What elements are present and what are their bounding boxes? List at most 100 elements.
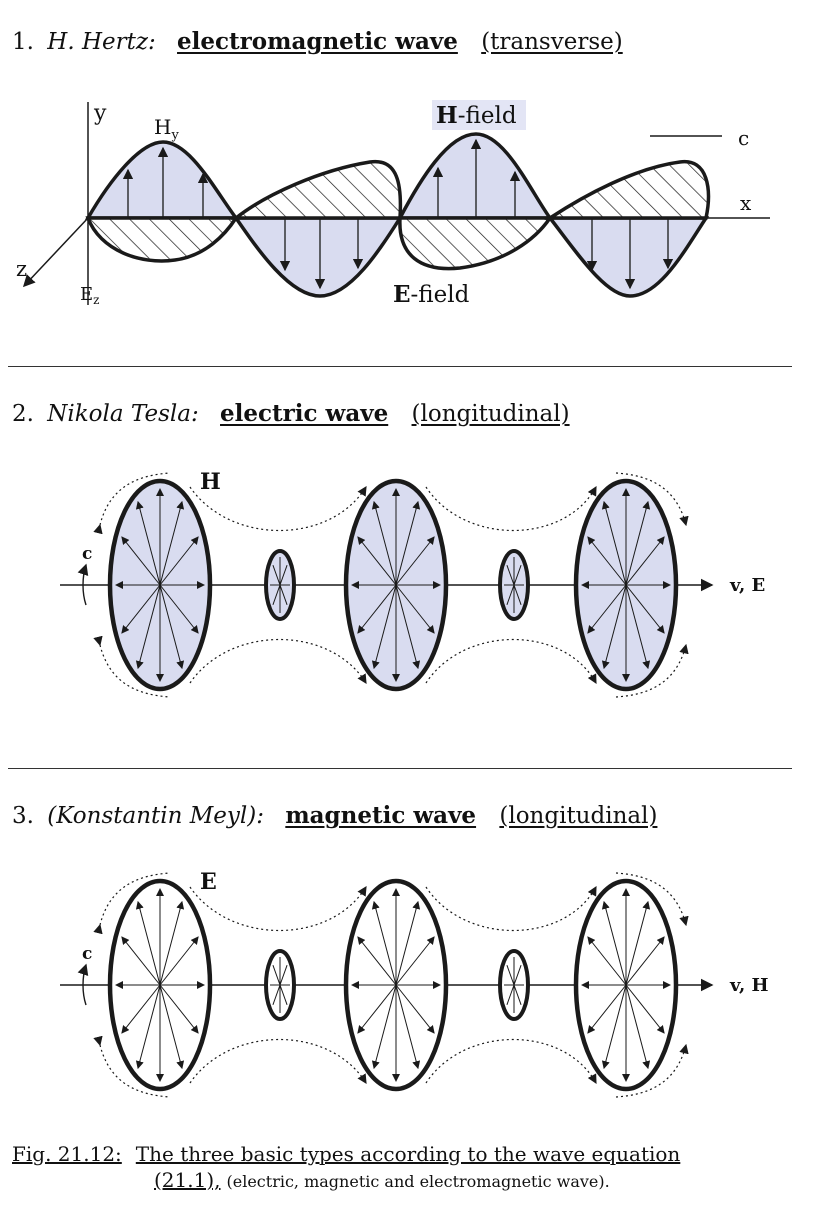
radial-vector	[272, 965, 281, 986]
h-field-lobe	[232, 216, 404, 298]
field-line	[189, 485, 367, 532]
radial-vector	[625, 936, 665, 986]
radial-vector	[159, 900, 185, 986]
radial-vector	[279, 565, 288, 586]
ez-label: Ez	[80, 284, 99, 307]
radial-vector	[513, 984, 522, 1005]
c-label: c	[82, 544, 92, 564]
radial-vector	[272, 565, 281, 586]
wave-mode: (transverse)	[481, 29, 623, 55]
radial-vector	[135, 584, 161, 670]
field-label: E	[200, 869, 217, 895]
radial-vector	[601, 900, 627, 986]
section-number: 2.	[12, 401, 34, 427]
h-field-arrows	[122, 138, 674, 290]
h-field-label-bg	[432, 100, 526, 130]
radial-vector	[587, 536, 627, 586]
field-line	[425, 485, 597, 532]
radial-vector	[272, 584, 281, 605]
h-field-lobe	[397, 132, 554, 220]
caption-text: The three basic types according to the w…	[135, 1142, 681, 1166]
radial-vector	[601, 584, 627, 670]
field-line	[189, 638, 367, 685]
z-axis	[22, 217, 89, 288]
radial-vector	[279, 584, 288, 605]
h-field-lobe	[84, 140, 240, 220]
axis-label: v, E	[729, 575, 765, 596]
hy-label: Hy	[154, 115, 179, 143]
c-label: c	[738, 126, 749, 150]
radial-vector	[159, 584, 199, 634]
figure-caption: Fig. 21.12: The three basic types accordi…	[12, 1142, 802, 1192]
radial-vector	[159, 536, 199, 586]
radial-vector	[506, 584, 515, 605]
rotation-arrow	[77, 563, 89, 606]
wave-type: electric wave	[220, 400, 389, 427]
radial-vector	[587, 584, 627, 634]
radial-vector	[395, 900, 421, 986]
radial-vector	[625, 900, 651, 986]
radial-vector	[135, 984, 161, 1070]
radial-vector	[121, 936, 161, 986]
section-number: 3.	[12, 803, 34, 829]
radial-vector	[135, 500, 161, 586]
radial-vector	[395, 500, 421, 586]
radial-vector	[357, 936, 397, 986]
radial-vector	[357, 536, 397, 586]
em-wave-diagram: y Hy H-field c x z Ez E-field	[16, 100, 770, 308]
radial-vector	[357, 984, 397, 1034]
radial-vector	[371, 900, 397, 986]
radial-vector	[395, 984, 421, 1070]
y-label: y	[93, 101, 107, 126]
wave-mode: (longitudinal)	[499, 803, 658, 829]
author: H. Hertz:	[47, 29, 156, 55]
section-1-heading: 1. H. Hertz: electromagnetic wave (trans…	[12, 28, 623, 55]
radial-vector	[506, 984, 515, 1005]
figure-number: Fig. 21.12:	[12, 1142, 122, 1166]
field-line	[425, 638, 597, 685]
radial-vector	[601, 984, 627, 1070]
radial-vector	[159, 984, 185, 1070]
radial-vector	[159, 936, 199, 986]
field-line	[189, 1038, 367, 1085]
radial-vector	[513, 565, 522, 586]
author: (Konstantin Meyl):	[47, 803, 264, 829]
radial-vector	[395, 984, 435, 1034]
section-number: 1.	[12, 29, 34, 55]
section-2-heading: 2. Nikola Tesla: electric wave (longitud…	[12, 400, 570, 427]
radial-vector	[625, 536, 665, 586]
radial-vector	[121, 584, 161, 634]
radial-vector	[121, 536, 161, 586]
x-label: x	[740, 191, 752, 215]
radial-vector	[513, 584, 522, 605]
radial-vector	[279, 965, 288, 986]
section-3-heading: 3. (Konstantin Meyl): magnetic wave (lon…	[12, 802, 657, 829]
radial-vector	[395, 584, 421, 670]
equation-ref: (21.1),	[154, 1168, 221, 1192]
radial-vector	[371, 984, 397, 1070]
radial-vector	[279, 984, 288, 1005]
radial-vector	[625, 500, 651, 586]
radial-vector	[121, 984, 161, 1034]
divider	[8, 366, 792, 367]
radial-vector	[357, 584, 397, 634]
radial-vector	[625, 984, 651, 1070]
electric-wave-diagram: cHv, E	[60, 469, 765, 698]
radial-vector	[587, 984, 627, 1034]
c-label: c	[82, 944, 92, 964]
wave-type: electromagnetic wave	[177, 28, 458, 55]
radial-vector	[625, 584, 651, 670]
radial-vector	[159, 584, 185, 670]
radial-vector	[506, 565, 515, 586]
rotation-arrow	[77, 963, 89, 1006]
field-line	[189, 885, 367, 932]
radial-vector	[371, 500, 397, 586]
e-field-lobe	[85, 216, 240, 263]
wave-mode: (longitudinal)	[411, 401, 570, 427]
radial-vector	[587, 936, 627, 986]
radial-vector	[395, 536, 435, 586]
radial-vector	[506, 965, 515, 986]
radial-vector	[371, 584, 397, 670]
e-field-lobe	[230, 159, 403, 220]
radial-vector	[395, 936, 435, 986]
